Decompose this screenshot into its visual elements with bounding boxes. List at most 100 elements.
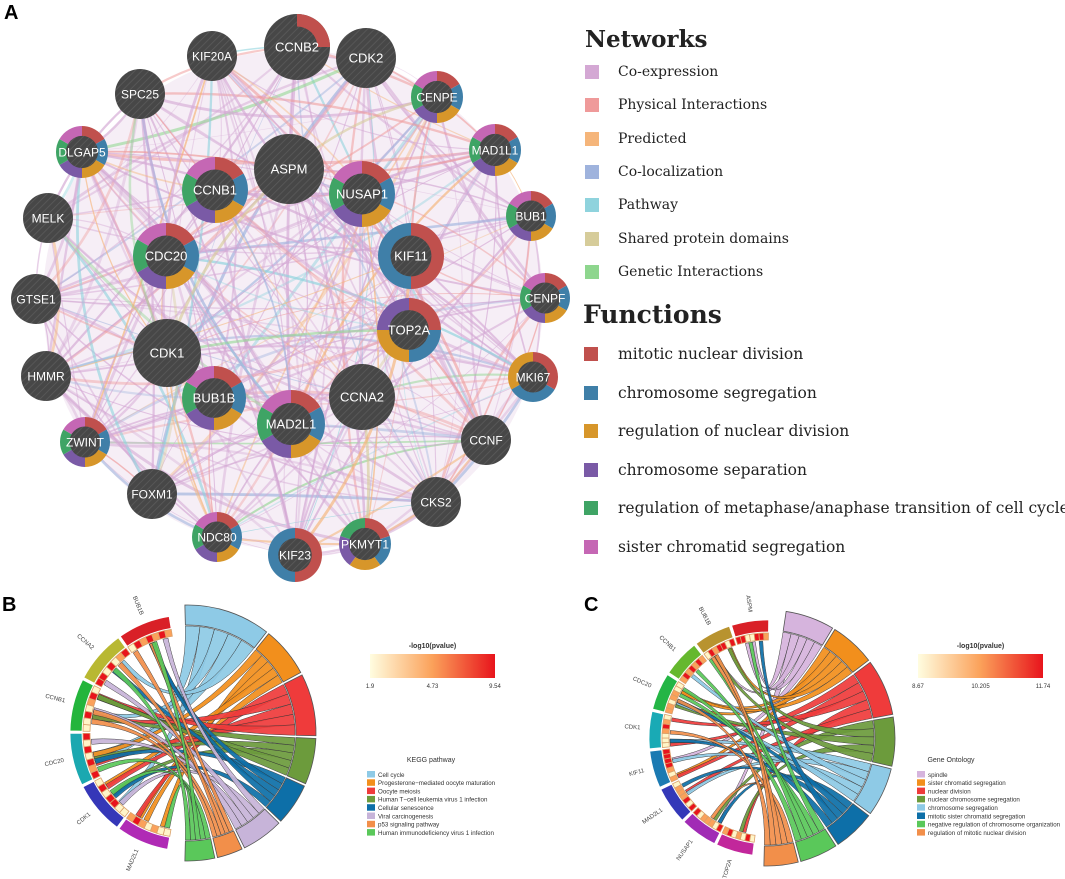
node-dlgap5: DLGAP5 [55, 126, 109, 178]
network-edge [216, 297, 546, 538]
chord-ribbon [682, 687, 802, 842]
network-legend-item-co-expression: Co-expression [585, 64, 718, 80]
node-core [478, 133, 512, 167]
network-edge [81, 151, 437, 503]
term-arc-progesterone-mediated-oocyte-maturation [255, 633, 302, 683]
node-nusap1: NUSAP1 [328, 160, 396, 227]
node-core [65, 135, 99, 169]
legend-label: sister chromatid segregation [618, 537, 846, 556]
gene-arc-aspm [731, 619, 770, 638]
network-edge [364, 376, 535, 546]
node-label: TOP2A [388, 323, 431, 338]
term-legend-label: Oocyte meiosis [378, 788, 420, 795]
network-edge [289, 46, 363, 398]
node-core [390, 235, 432, 277]
network-edge [211, 55, 496, 151]
network-edge [47, 217, 86, 443]
chord-ribbon [728, 647, 848, 699]
term-legend-swatch [367, 779, 375, 786]
node-disc [133, 319, 201, 387]
legend-label: Predicted [618, 130, 687, 147]
node-disc [187, 31, 237, 81]
chord-ribbon [92, 633, 242, 758]
chord-ribbon [681, 766, 844, 819]
term-legend-swatch [917, 795, 925, 803]
node-mad2l1: MAD2L1 [257, 390, 325, 458]
gene-heat-cell [692, 807, 702, 817]
gene-heat-cell [728, 638, 737, 648]
network-edge [139, 92, 438, 119]
term-legend-swatch [367, 812, 375, 819]
term-legend-swatch [917, 812, 925, 819]
node-label: ZWINT [66, 436, 105, 450]
term-arc-human-immunodeficiency-virus-1-infection [184, 838, 216, 862]
gene-label: NUSAP1 [676, 838, 695, 862]
node-bub1: BUB1 [506, 191, 556, 241]
node-aspm: ASPM [254, 134, 324, 204]
term-arc-chromosome-segregation [853, 763, 892, 815]
network-edge [47, 217, 487, 442]
legend-label: chromosome segregation [618, 383, 817, 402]
node-label: BUB1 [515, 210, 547, 224]
node-kif20a: KIF20A [187, 31, 237, 81]
node-ndc80: NDC80 [192, 512, 242, 562]
chord-ribbon [97, 693, 296, 736]
network-edge [216, 96, 438, 538]
legend-swatch [585, 198, 599, 213]
network-edge [294, 57, 375, 556]
node-label: KIF23 [279, 549, 311, 563]
legend-swatch [584, 385, 598, 400]
legend-label: Genetic Interactions [618, 263, 764, 280]
chord-ribbon [91, 718, 218, 838]
gene-arc-nusap1 [683, 812, 721, 845]
node-zwint: ZWINT [60, 417, 110, 467]
node-label: KIF20A [192, 50, 232, 64]
node-label: MELK [32, 212, 65, 226]
network-edge [139, 93, 437, 503]
node-core [194, 378, 234, 418]
network-legend-item-predicted: Predicted [585, 131, 687, 147]
term-legend-title: KEGG pathway [407, 757, 456, 764]
node-label: NDC80 [197, 531, 237, 545]
chord-ribbon [151, 640, 201, 841]
node-label: ASPM [271, 162, 308, 177]
chord-ribbon [132, 649, 226, 836]
node-core [389, 310, 429, 350]
network-edge [84, 441, 296, 556]
gene-heat-cell [90, 685, 102, 696]
gene-heat-cell [120, 647, 131, 659]
network-edge [213, 188, 534, 379]
node-cdc20: CDC20 [132, 223, 200, 289]
gene-arc-cdc20 [69, 732, 94, 786]
network-edge [288, 168, 488, 441]
chord-ribbon [149, 641, 275, 802]
gene-arc-ccnb1 [668, 644, 703, 680]
network-edge [215, 168, 291, 538]
gene-label: ASPM [744, 595, 752, 613]
chord-ribbon [162, 637, 265, 814]
node-cenpf: CENPF [520, 273, 570, 323]
network-edge [47, 56, 367, 219]
legend-label: Co-expression [618, 64, 719, 80]
node-label: CCNA2 [340, 390, 384, 405]
networks-legend-title: Networks [585, 26, 708, 53]
network-edge [211, 55, 303, 556]
node-label: FOXM1 [131, 488, 173, 502]
gene-label: CCNB1 [658, 635, 677, 654]
gene-heat-cell [126, 811, 137, 823]
network-edge [288, 168, 546, 299]
network-edge [139, 92, 496, 152]
term-legend-label: regulation of mitotic nuclear division [928, 830, 1027, 837]
network-edge [35, 298, 534, 378]
colorbar-title: -log10(pvalue) [409, 643, 456, 650]
legend-swatch [584, 424, 598, 438]
term-legend-label: Progesterone−mediated oocyte maturation [378, 780, 496, 787]
network-edge [35, 93, 142, 300]
network-edge [128, 93, 169, 354]
node-label: MAD1L1 [472, 144, 519, 158]
